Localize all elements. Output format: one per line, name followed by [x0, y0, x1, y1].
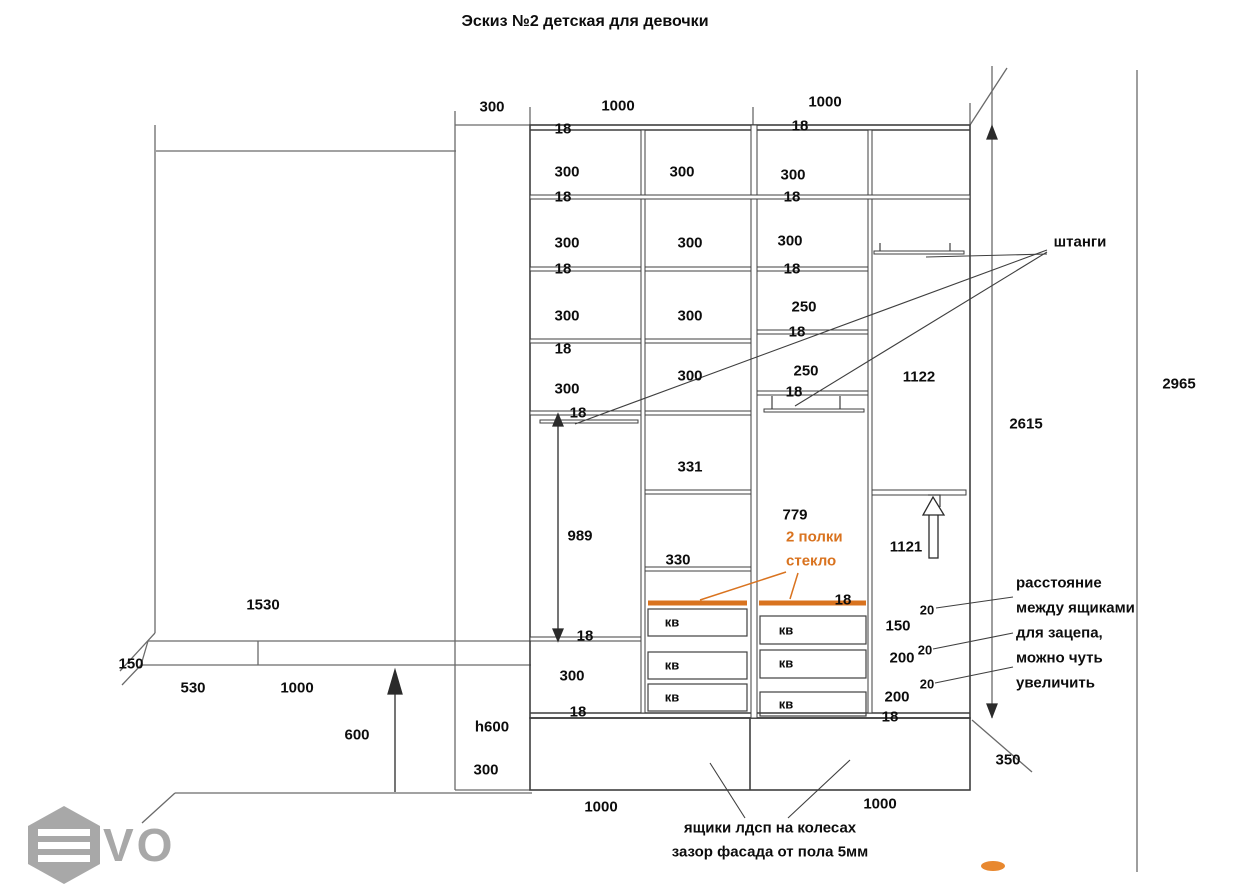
annotation-spacing-line: для зацепа,	[1016, 624, 1103, 642]
drawer-label-kv: кв	[664, 614, 680, 630]
drawer-label-kv: кв	[778, 655, 794, 671]
dim-s1l-18: 18	[569, 703, 587, 721]
dim-base-1000-a: 1000	[584, 798, 618, 816]
annotation-drawers-note1: ящики лдсп на колесах	[683, 819, 857, 837]
evo-logo-text: VO	[103, 819, 176, 871]
dim-s2r-18: 18	[881, 708, 899, 726]
dim-s2l-300: 300	[777, 232, 803, 250]
dim-s1m-300: 300	[677, 367, 703, 385]
dim-s1l-18: 18	[554, 340, 572, 358]
dim-top-1000-a: 1000	[601, 97, 635, 115]
dim-cabinet-h600: h600	[474, 718, 510, 736]
dim-room-1530: 1530	[246, 596, 280, 614]
orange-mark	[981, 861, 1005, 871]
dim-s2r-150: 150	[885, 617, 911, 635]
dim-gap-20: 20	[919, 602, 935, 618]
annotation-spacing-line: увеличить	[1016, 674, 1095, 692]
dim-s2l-18: 18	[783, 188, 801, 206]
annotation-glass-line1: 2 полки	[786, 528, 843, 546]
dimension-arrows	[387, 124, 998, 792]
rod-hooks	[771, 243, 951, 507]
dim-top-1000-b: 1000	[808, 93, 842, 111]
drawer-label-kv: кв	[664, 657, 680, 673]
dim-s1m-330: 330	[665, 551, 691, 569]
dim-s2r-1122: 1122	[902, 368, 936, 386]
dim-s2r-1121: 1121	[889, 538, 923, 556]
dim-s1l-18: 18	[554, 188, 572, 206]
annotation-spacing-line: расстояние	[1016, 574, 1102, 592]
dim-s1l-989: 989	[567, 527, 593, 545]
dim-s1l-18: 18	[554, 260, 572, 278]
up-arrow-icon	[921, 495, 946, 559]
dim-top-300: 300	[479, 98, 505, 116]
dim-s2l-18: 18	[785, 383, 803, 401]
dim-s1l-18: 18	[569, 404, 587, 422]
dim-s2l-18: 18	[791, 117, 809, 135]
dim-s2l-300: 300	[780, 166, 806, 184]
annotation-glass-line2: стекло	[786, 552, 837, 570]
hanging-rods	[539, 250, 965, 424]
dim-s1m-300: 300	[669, 163, 695, 181]
dim-s2l-250: 250	[791, 298, 817, 316]
dim-s2r-200: 200	[889, 649, 915, 667]
dim-room-600: 600	[344, 726, 370, 744]
annotation-spacing-line: можно чуть	[1016, 649, 1103, 667]
dim-s1l-300: 300	[554, 163, 580, 181]
dim-s1l-300: 300	[554, 380, 580, 398]
dim-s1m-300: 300	[677, 307, 703, 325]
dim-s2l-250: 250	[793, 362, 819, 380]
dim-s1l-300: 300	[554, 234, 580, 252]
shelves-and-partitions	[529, 124, 971, 719]
page-title: Эскиз №2 детская для девочки	[461, 13, 709, 30]
dim-s1l-300: 300	[559, 667, 585, 685]
dim-room-1000: 1000	[280, 679, 314, 697]
dim-s1l-18: 18	[554, 120, 572, 138]
dim-s2l-18: 18	[783, 260, 801, 278]
dim-room-150: 150	[118, 655, 144, 673]
dim-s1m-331: 331	[677, 458, 703, 476]
dim-2965: 2965	[1162, 375, 1196, 393]
annotation-spacing-line: между ящиками	[1016, 599, 1135, 617]
drawer-label-kv: кв	[664, 689, 680, 705]
drawer-label-kv: кв	[778, 622, 794, 638]
glass-leader-lines	[699, 571, 799, 601]
wardrobe-outline	[529, 124, 971, 791]
dim-s1l-18: 18	[576, 627, 594, 645]
dim-gap-20: 20	[917, 642, 933, 658]
dim-2615: 2615	[1009, 415, 1043, 433]
dim-room-530: 530	[180, 679, 206, 697]
dim-s1l-300: 300	[554, 307, 580, 325]
dim-s2l-18: 18	[834, 591, 852, 609]
dim-cabinet-300: 300	[473, 761, 499, 779]
dim-s2r-200: 200	[884, 688, 910, 706]
dim-350: 350	[995, 751, 1021, 769]
drawer-label-kv: кв	[778, 696, 794, 712]
dim-gap-20: 20	[919, 676, 935, 692]
dim-s2l-18: 18	[788, 323, 806, 341]
dim-s2l-779: 779	[782, 506, 808, 524]
evo-logo-hexagon	[28, 806, 100, 884]
drawer-boxes	[647, 608, 867, 717]
leader-lines	[574, 249, 1048, 819]
dim-s1m-300: 300	[677, 234, 703, 252]
annotation-drawers-note2: зазор фасада от пола 5мм	[671, 843, 869, 861]
room-perspective	[119, 66, 1138, 872]
annotation-rods: штанги	[1053, 233, 1107, 251]
dim-base-1000-b: 1000	[863, 795, 897, 813]
